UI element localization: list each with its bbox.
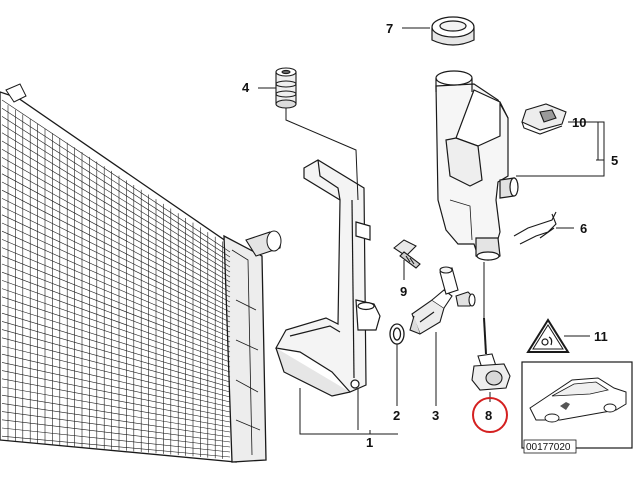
mounting-bracket	[275, 159, 381, 397]
callout-10: 10	[572, 115, 586, 130]
o-ring-part-2	[389, 323, 405, 345]
callout-labels: 7 4 10 5 6 9 11 2 3 1 8	[242, 21, 618, 450]
spring-clip-part-6	[513, 211, 557, 245]
callout-2: 2	[393, 408, 400, 423]
callout-8: 8	[485, 408, 492, 423]
clip-part-10	[521, 103, 567, 135]
callout-7: 7	[386, 21, 393, 36]
vehicle-thumbnail: 00177020	[521, 361, 633, 454]
radiator	[0, 83, 282, 463]
callout-11: 11	[594, 329, 608, 344]
callout-5: 5	[611, 153, 618, 168]
highlight-circle	[472, 397, 508, 433]
sensor-part-8	[471, 317, 511, 391]
screw-part-9	[393, 239, 421, 269]
callout-3: 3	[432, 408, 439, 423]
leader-lines	[258, 27, 605, 435]
diagram-number: 00177020	[526, 442, 571, 453]
callout-9: 9	[400, 284, 407, 299]
expansion-tank-part-5	[435, 70, 519, 261]
callout-1: 1	[366, 435, 373, 450]
warning-label-part-11	[526, 318, 570, 353]
callout-4: 4	[242, 80, 250, 95]
expansion-cap-part-7	[431, 16, 475, 46]
callout-6: 6	[580, 221, 587, 236]
level-sensor-part-3	[409, 266, 476, 335]
bushing-part-4	[275, 67, 297, 109]
